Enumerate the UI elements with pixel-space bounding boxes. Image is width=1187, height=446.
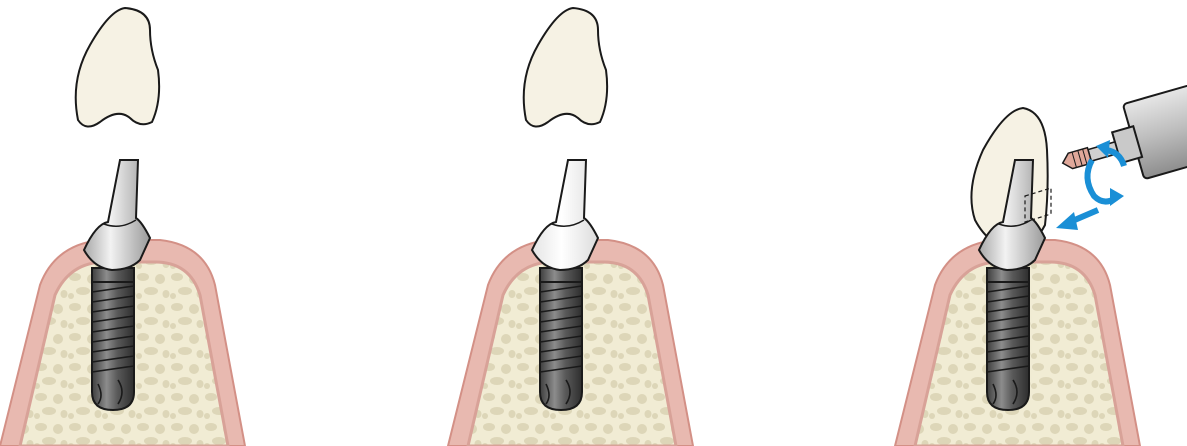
crown (76, 8, 159, 127)
insertion-arrow-icon (1056, 210, 1098, 230)
panel-2 (448, 8, 693, 446)
metal-abutment (84, 160, 150, 270)
crown (524, 8, 607, 127)
panel-1 (0, 8, 245, 446)
zirconia-abutment (532, 160, 598, 270)
panel-3 (895, 108, 1140, 446)
implant (987, 268, 1029, 410)
dental-handpiece (1052, 71, 1187, 199)
implant (540, 268, 582, 410)
implant (92, 268, 134, 410)
